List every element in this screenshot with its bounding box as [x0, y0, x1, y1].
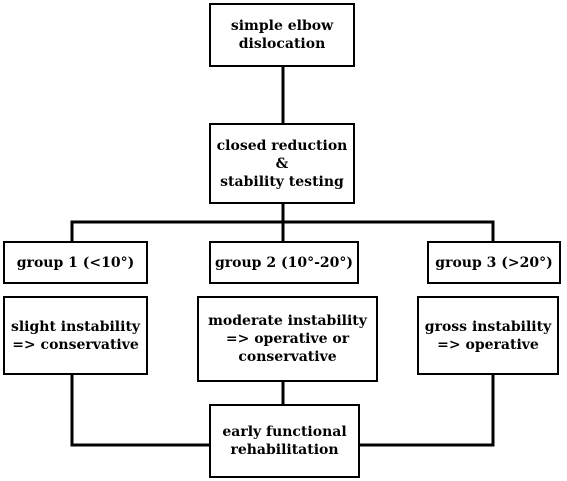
node-simple-elbow-dislocation: simple elbow dislocation [209, 3, 355, 67]
node-moderate-instability: moderate instability => operative or con… [197, 296, 378, 382]
node-label: gross instability => operative [424, 318, 552, 353]
node-early-functional-rehabilitation: early functional rehabilitation [209, 404, 360, 478]
node-label: slight instability => conservative [10, 318, 141, 353]
node-label: group 3 (>20°) [435, 254, 553, 271]
node-group-1: group 1 (<10°) [3, 241, 148, 284]
node-closed-reduction: closed reduction & stability testing [209, 123, 355, 204]
node-label: group 1 (<10°) [16, 254, 135, 271]
node-label: group 2 (10°-20°) [215, 254, 353, 271]
node-label: simple elbow dislocation [230, 18, 334, 52]
node-slight-instability: slight instability => conservative [3, 296, 148, 375]
node-label: early functional rehabilitation [222, 424, 347, 458]
node-gross-instability: gross instability => operative [417, 296, 559, 375]
node-group-3: group 3 (>20°) [427, 241, 561, 284]
edge-gross-to-rehab [358, 373, 495, 447]
node-label: closed reduction & stability testing [216, 137, 348, 190]
edge-slight-to-rehab [70, 373, 211, 447]
node-group-2: group 2 (10°-20°) [209, 241, 359, 284]
node-label: moderate instability => operative or con… [208, 313, 367, 365]
